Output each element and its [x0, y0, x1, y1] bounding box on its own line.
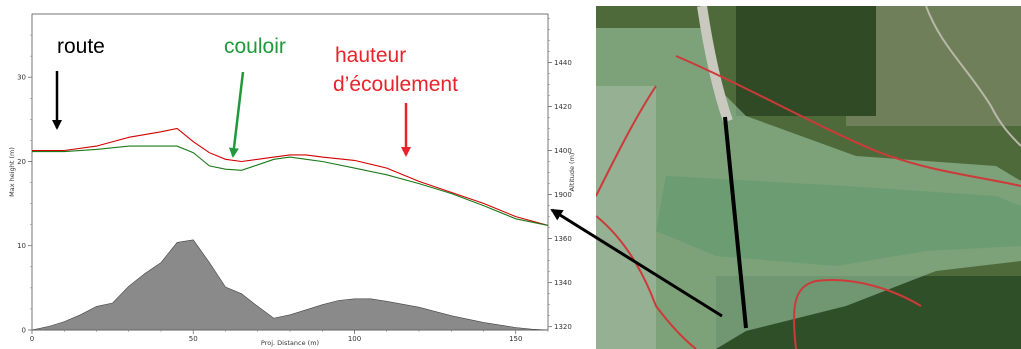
y2-tick-label: 1440 [554, 59, 572, 67]
x-tick-label: 150 [509, 335, 522, 343]
x-tick-label: 100 [348, 335, 361, 343]
x-tick-label: 50 [189, 335, 198, 343]
y2-axis-title: Altitude (m) [568, 153, 576, 192]
y-ticks: 0 10 20 30 [17, 34, 32, 335]
annotation-ecoulement: d’écoulement [333, 73, 458, 96]
y2-tick-label: 1900 [554, 191, 572, 199]
annotations: route couloir hauteur d’écoulement [52, 35, 458, 158]
series-line-1 [32, 145, 549, 226]
y-tick-label: 0 [22, 327, 26, 335]
flow-depth-area [31, 239, 549, 331]
y-tick-label: 20 [17, 158, 26, 166]
y2-tick-label: 1340 [554, 279, 572, 287]
x-tick-label: 0 [30, 335, 34, 343]
profile-lines [32, 127, 549, 226]
y2-tick-label: 1320 [554, 323, 572, 331]
plot-frame [31, 13, 549, 331]
path-right [925, 6, 1021, 147]
flow-core [656, 176, 1021, 266]
profile-chart: 0 50 100 150 0 10 20 30 1320 1340 1360 1900 1400 14… [8, 13, 576, 347]
y2-tick-label: 1420 [554, 103, 572, 111]
x-axis-title: Proj. Distance (m) [261, 339, 319, 347]
y-tick-label: 30 [17, 74, 26, 82]
x-ticks: 0 50 100 150 [30, 330, 549, 343]
red-contour-4 [792, 279, 922, 349]
y-tick-label: 10 [17, 242, 26, 250]
annotation-couloir: couloir [224, 35, 286, 58]
red-contour-1 [596, 85, 657, 197]
series-line-0 [32, 127, 549, 226]
y2-tick-label: 1400 [554, 147, 572, 155]
y-axis-title: Max height (m) [8, 147, 16, 197]
road [697, 6, 733, 123]
red-contour-2 [675, 55, 1021, 187]
y2-tick-label: 1360 [554, 235, 572, 243]
profile-section-line [723, 116, 748, 329]
series-area-2 [31, 239, 549, 331]
annotation-hauteur: hauteur [335, 44, 406, 67]
annotation-route: route [57, 35, 105, 58]
arrow-couloir [228, 71, 245, 158]
forest-patch [736, 6, 876, 116]
aerial-map [596, 6, 1021, 349]
aerial-image [596, 6, 1021, 349]
